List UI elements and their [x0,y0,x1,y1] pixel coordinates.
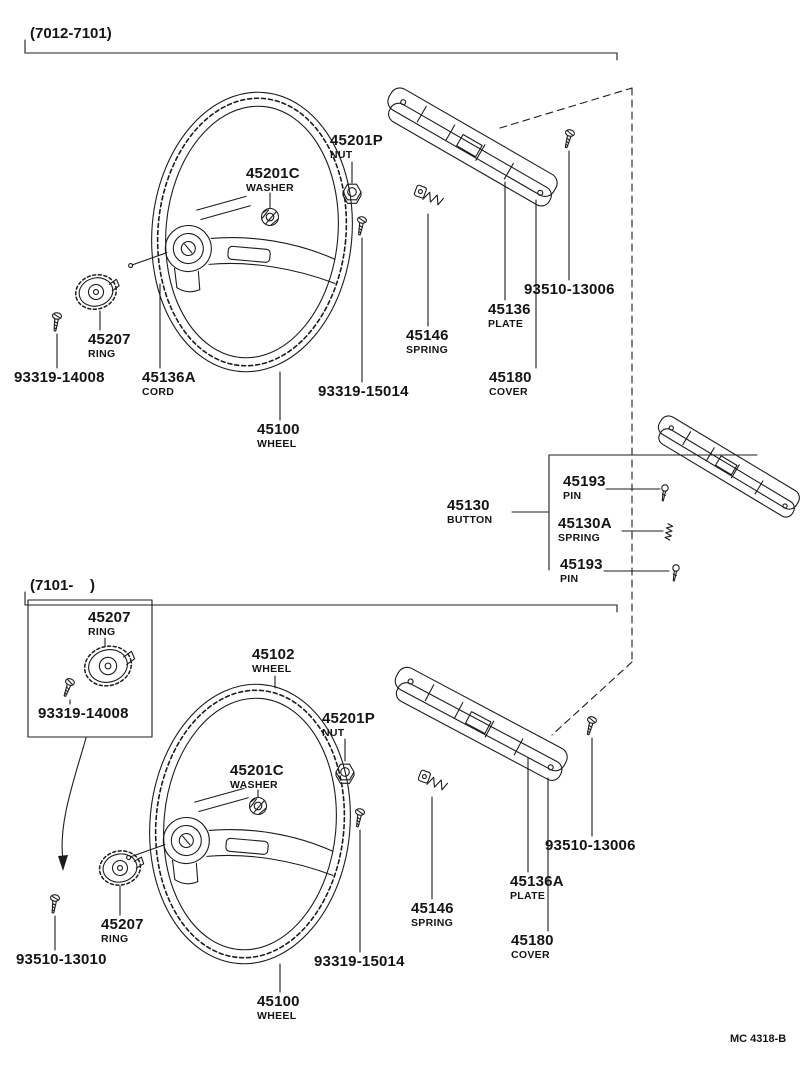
screw-drawing-inset [60,676,76,699]
spring-drawing-early [412,184,446,207]
callout-plate-late: 45136A PLATE [510,873,564,902]
horn-button-bar-drawing [650,412,800,521]
inset-detail-box [28,600,152,737]
screw-drawing-late-ring [47,893,61,915]
callout-screw-ring-late: 93510-13010 [16,951,107,968]
callout-washer-late: 45201C WASHER [230,762,284,791]
screw-drawing-late-plate [583,715,598,737]
early-section-range-label: (7012-7101) [30,25,112,42]
horn-plate-drawing-late [386,663,573,785]
screw-drawing-late-wheel [352,807,366,829]
installation-arrow [58,738,86,871]
leader-lines [55,151,757,992]
spring-drawing-late [416,769,450,792]
pin-drawing-lower [670,563,681,582]
nut-drawing-late [335,763,355,784]
ring-drawing-early [71,268,125,315]
callout-wheel-late: 45100 WHEEL [257,993,300,1022]
ring-drawing-inset [79,639,141,692]
callout-ring-inset: 45207 RING [88,609,131,638]
coil-spring-drawing [664,523,674,541]
callout-washer-early: 45201C WASHER [246,165,300,194]
pin-drawing-upper [659,483,670,502]
early-section-bracket [25,40,617,60]
screw-drawing-early-plate [561,128,576,150]
callout-cover-late: 45180 COVER [511,932,554,961]
callout-button-spring: 45130A SPRING [558,515,612,544]
screw-drawing-early-wheel [354,215,368,237]
drawing-code: MC 4318-B [730,1033,787,1045]
callout-nut-early: 45201P NUT [330,132,383,161]
callout-screw-wheel-late: 93319-15014 [314,953,405,970]
late-section-bracket [25,592,617,612]
late-section-range-label: (7101- ) [30,577,96,594]
steering-wheel-drawing-early [119,81,365,381]
callout-pin-lower: 45193 PIN [560,556,603,585]
callout-ring-late: 45207 RING [101,916,144,945]
callout-cover-early: 45180 COVER [489,369,532,398]
callout-cord-early: 45136A CORD [142,369,196,398]
callout-screw-ring-early: 93319-14008 [14,369,105,386]
washer-drawing-late [248,796,268,816]
callout-nut-late: 45201P NUT [322,710,375,739]
dashed-reference-lines [500,88,632,735]
callout-wheel-alt: 45102 WHEEL [252,646,295,675]
callout-plate-early: 45136 PLATE [488,301,531,330]
callout-wheel-early: 45100 WHEEL [257,421,300,450]
washer-drawing-early [260,207,280,227]
callout-spring-late: 45146 SPRING [411,900,454,929]
callout-screw-inset: 93319-14008 [38,705,129,722]
callout-screw-plate-late: 93510-13006 [545,837,636,854]
callout-spring-early: 45146 SPRING [406,327,449,356]
nut-drawing-early [342,183,362,204]
screw-drawing-early-ring [49,311,63,333]
callout-button: 45130 BUTTON [447,497,493,526]
horn-plate-drawing-early [378,83,563,210]
callout-ring-early: 45207 RING [88,331,131,360]
callout-screw-plate-early: 93510-13006 [524,281,615,298]
callout-pin-upper: 45193 PIN [563,473,606,502]
callout-screw-wheel-early: 93319-15014 [318,383,409,400]
